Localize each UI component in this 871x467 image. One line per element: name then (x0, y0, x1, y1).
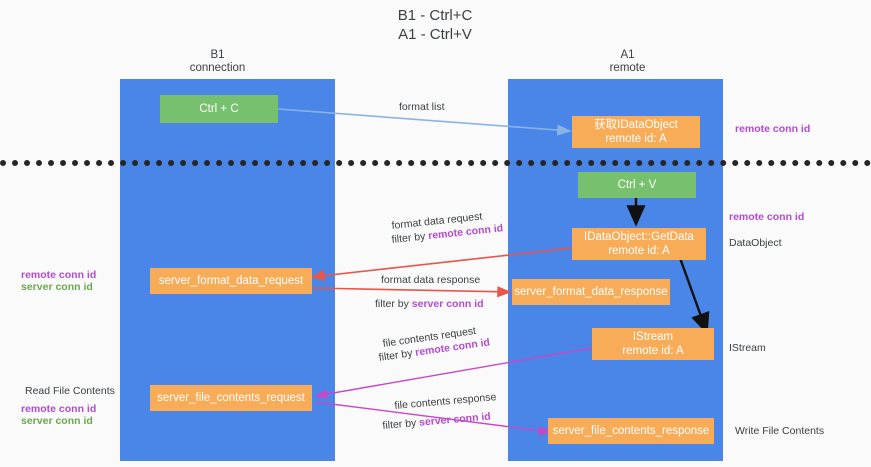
box-get-idataobject-line1: 获取IDataObject (594, 119, 678, 131)
side-label-right-mid-remote-conn-id: remote conn id (729, 211, 805, 223)
lane-header-b1: B1 connection (189, 49, 246, 74)
side-label-right-top-remote-conn-id: remote conn id (735, 123, 811, 135)
side-label-write-file-contents: Write File Contents (735, 425, 825, 437)
box-get-idataobject[interactable]: 获取IDataObject remote id: A (572, 116, 700, 148)
box-server-format-data-response[interactable]: server_format_data_response (512, 279, 670, 305)
phase-divider (0, 160, 871, 166)
box-fmt-resp-line1: server_format_data_response (514, 286, 668, 298)
box-ctrl-v[interactable]: Ctrl + V (578, 172, 696, 198)
box-ctrl-v-line1: Ctrl + V (617, 179, 657, 191)
box-server-file-contents-response[interactable]: server_file_contents_response (548, 418, 714, 444)
side-label-left-bot-server-conn-id: server conn id (21, 415, 93, 427)
box-ctrl-c-line1: Ctrl + C (199, 103, 239, 115)
box-file-resp-line1: server_file_contents_response (552, 425, 710, 437)
box-fmt-req-line1: server_format_data_request (158, 275, 304, 287)
box-getdata-line1: IDataObject::GetData (584, 231, 694, 243)
side-label-istream: IStream (729, 342, 766, 354)
edge-label-format-list: format list (399, 101, 445, 113)
side-label-left-mid-remote-conn-id: remote conn id (21, 269, 97, 281)
fmt-resp-filter-key: server conn id (411, 298, 484, 310)
side-label-read-file-contents: Read File Contents (25, 385, 115, 397)
box-server-file-contents-request[interactable]: server_file_contents_request (150, 385, 312, 411)
box-ctrl-c[interactable]: Ctrl + C (160, 95, 278, 123)
box-idataobject-getdata[interactable]: IDataObject::GetData remote id: A (572, 228, 706, 260)
fmt-resp-filter-text: filter by (375, 298, 412, 310)
box-file-req-line1: server_file_contents_request (157, 392, 305, 404)
file-resp-filter-key: server conn id (418, 410, 492, 429)
edge-label-file-contents-response-filter: filter by server conn id (382, 411, 491, 433)
fmt-req-filter-text: filter by (391, 230, 429, 246)
box-istream[interactable]: IStream remote id: A (592, 328, 714, 360)
edge-label-file-contents-response-line1: file contents response (394, 391, 497, 412)
box-getdata-line2: remote id: A (608, 245, 670, 257)
box-server-format-data-request[interactable]: server_format_data_request (150, 268, 312, 294)
edge-label-format-data-response-filter: filter by server conn id (375, 298, 484, 311)
box-istream-line2: remote id: A (622, 345, 684, 357)
box-get-idataobject-line2: remote id: A (605, 133, 667, 145)
file-resp-filter-text: filter by (382, 416, 420, 432)
box-istream-line1: IStream (632, 331, 674, 343)
edge-label-format-data-response-line1: format data response (381, 274, 481, 286)
side-label-left-mid-server-conn-id: server conn id (21, 281, 93, 293)
edge-format-data-response (311, 286, 512, 298)
side-label-dataobject: DataObject (729, 237, 782, 249)
side-label-left-bot-remote-conn-id: remote conn id (21, 403, 97, 415)
lane-header-a1: A1 remote (609, 49, 646, 74)
diagram-title: B1 - Ctrl+C A1 - Ctrl+V (397, 7, 473, 43)
